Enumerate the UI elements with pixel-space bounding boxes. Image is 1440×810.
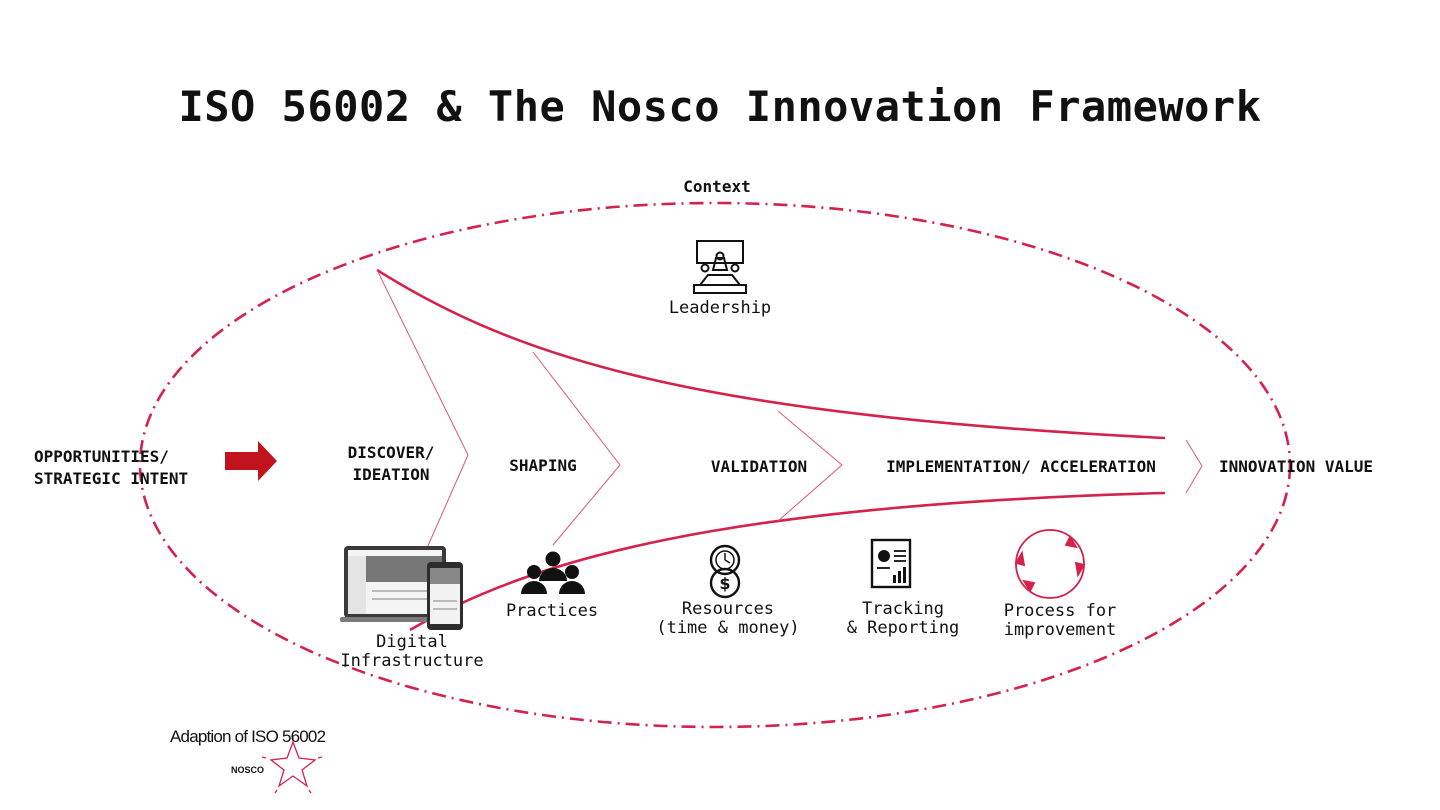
stage-divider-1 <box>376 269 469 549</box>
enabler-tracking-line2: & Reporting <box>846 618 960 638</box>
enabler-resources-line1: Resources <box>681 599 775 619</box>
svg-text:$: $ <box>719 574 730 593</box>
stage-discover: DISCOVER/ IDEATION <box>348 442 435 486</box>
page-title: ISO 56002 & The Nosco Innovation Framewo… <box>178 82 1262 131</box>
adaption-note: Adaption of ISO 56002 <box>170 727 326 746</box>
enabler-process-improvement: Process for improvement <box>1004 602 1117 640</box>
leadership-meeting-icon <box>693 240 747 294</box>
stage-shaping: SHAPING <box>509 456 577 475</box>
enabler-process-line2: improvement <box>1003 620 1117 640</box>
enabler-digital-infrastructure: Digital Infrastructure <box>340 633 483 671</box>
stage-divider-4 <box>1185 439 1203 494</box>
stage-discover-line2: IDEATION <box>352 465 430 484</box>
context-boundary <box>138 201 1292 729</box>
enabler-digital-line1: Digital <box>376 632 448 652</box>
input-label-line2: STRATEGIC INTENT <box>34 469 189 488</box>
cycle-arrows-icon <box>1014 529 1086 599</box>
stage-discover-line1: DISCOVER/ <box>347 443 435 462</box>
enabler-practices: Practices <box>505 601 599 621</box>
report-document-icon <box>870 538 912 589</box>
clock-money-icon: $ <box>709 544 741 599</box>
leadership-label: Leadership <box>668 298 772 318</box>
enabler-digital-line2: Infrastructure <box>340 651 484 671</box>
enabler-process-line1: Process for <box>1003 601 1117 621</box>
context-label: Context <box>683 177 751 196</box>
people-group-icon <box>521 551 585 594</box>
stage-validation: VALIDATION <box>710 457 808 476</box>
star-burst-icon <box>261 736 323 794</box>
devices-screenshot-icon <box>340 546 463 630</box>
output-label: INNOVATION VALUE <box>1218 457 1374 476</box>
stage-divider-3 <box>777 410 843 522</box>
brand-logo-text: NOSCO <box>231 765 265 775</box>
stage-divider-2 <box>532 351 621 546</box>
enabler-resources-line2: (time & money) <box>656 618 800 638</box>
enabler-tracking-line1: Tracking <box>862 599 944 619</box>
enabler-tracking: Tracking & Reporting <box>847 600 960 638</box>
enabler-resources: Resources (time & money) <box>656 600 799 638</box>
funnel-bottom-curve <box>409 491 1166 632</box>
input-label: OPPORTUNITIES/ STRATEGIC INTENT <box>34 446 188 490</box>
funnel-top-curve <box>376 268 1166 440</box>
stage-implementation: IMPLEMENTATION/ ACCELERATION <box>886 457 1156 476</box>
input-label-line1: OPPORTUNITIES/ <box>34 447 169 466</box>
input-arrow-icon <box>225 441 277 481</box>
